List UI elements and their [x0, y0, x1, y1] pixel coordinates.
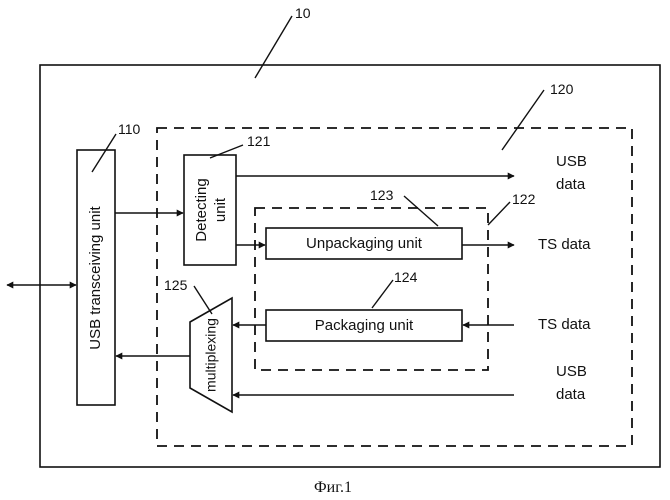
detecting-unit-label-line1: Detecting — [193, 178, 210, 241]
ref-121: 121 — [247, 133, 271, 149]
ref-125: 125 — [164, 277, 188, 293]
usb-in-label-line2: data — [556, 386, 586, 403]
usb-in-label-line1: USB — [556, 363, 587, 380]
leader-124 — [372, 280, 393, 308]
unpackaging-unit-label: Unpackaging unit — [306, 235, 423, 252]
ref-110: 110 — [118, 121, 141, 137]
ref-120: 120 — [550, 81, 574, 97]
ref-123: 123 — [370, 187, 394, 203]
multiplexing-unit-label: multiplexing — [203, 318, 219, 392]
ts-out-label: TS data — [538, 236, 591, 253]
leader-125 — [194, 286, 212, 314]
usb-out-label-line2: data — [556, 176, 586, 193]
ref-122: 122 — [512, 191, 536, 207]
ref-10: 10 — [295, 5, 311, 21]
leader-120 — [502, 90, 544, 150]
leader-122 — [488, 202, 510, 225]
figure-caption: Фиг.1 — [314, 479, 352, 496]
ts-in-label: TS data — [538, 316, 591, 333]
usb-out-label-line1: USB — [556, 153, 587, 170]
packaging-unit-label: Packaging unit — [315, 317, 414, 334]
detecting-unit-label-line2: unit — [212, 197, 229, 222]
usb-transceiver-label: USB transceiving unit — [87, 205, 104, 349]
ref-124: 124 — [394, 269, 418, 285]
leader-123 — [404, 196, 438, 226]
leader-10 — [255, 16, 292, 78]
